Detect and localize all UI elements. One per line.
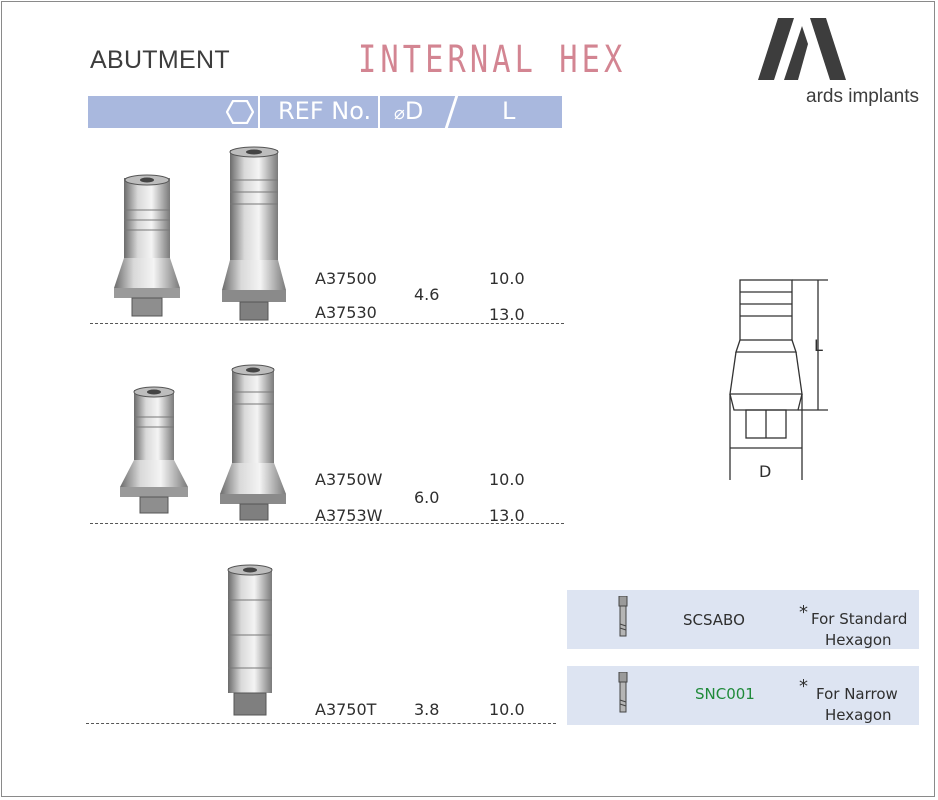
diameter-icon: ⌀ (394, 103, 405, 124)
abutment-a37530-image (222, 146, 286, 321)
abutment-a3750t-image (227, 564, 273, 716)
screw-item-standard: SCSABO * For Standard Hexagon (567, 590, 919, 649)
diagram-label-d: D (759, 462, 772, 481)
screw-note-star: * (799, 676, 808, 697)
screw-note-narrow-line2: Hexagon (825, 706, 892, 724)
abutment-a3753w-image (220, 364, 286, 521)
length-a3750t: 10.0 (489, 700, 525, 719)
ref-a3753w: A3753W (315, 506, 383, 525)
screw-note-standard-line1: For Standard (811, 610, 908, 628)
dimension-diagram (729, 279, 828, 480)
header-length: L (502, 97, 516, 125)
screw-icon (618, 596, 628, 637)
row-divider (90, 323, 564, 324)
screw-code-standard: SCSABO (683, 611, 745, 629)
screw-note-star: * (799, 602, 808, 623)
diameter-group-3: 3.8 (414, 700, 440, 719)
page-subtitle: INTERNAL HEX (358, 38, 627, 81)
page-title: ABUTMENT (90, 46, 230, 74)
diameter-group-1: 4.6 (414, 285, 440, 304)
header-diameter: ⌀D (394, 97, 424, 125)
abutment-a3750w-image (120, 386, 188, 514)
screw-icon (618, 672, 628, 713)
length-a37500: 10.0 (489, 269, 525, 288)
ref-a37530: A37530 (315, 303, 377, 322)
length-a3753w: 13.0 (489, 506, 525, 525)
screw-note-standard-line2: Hexagon (825, 631, 892, 649)
abutment-a37500-image (114, 174, 180, 317)
ref-a37500: A37500 (315, 269, 377, 288)
screw-code-narrow: SNC001 (695, 685, 755, 703)
brand-name: ards implants (806, 86, 919, 107)
diagram-label-l: L (814, 336, 823, 355)
header-ref: REF No. (278, 97, 372, 125)
abutment-image-group-2 (120, 364, 286, 521)
ref-a3750t: A3750T (315, 700, 377, 719)
screw-item-narrow: SNC001 * For Narrow Hexagon (567, 666, 919, 725)
length-a37530: 13.0 (489, 305, 525, 324)
screw-note-narrow-line1: For Narrow (816, 685, 898, 703)
diameter-group-2: 6.0 (414, 488, 440, 507)
length-a3750w: 10.0 (489, 470, 525, 489)
hexagon-icon (226, 100, 254, 124)
row-divider (90, 523, 564, 524)
ref-a3750w: A3750W (315, 470, 383, 489)
table-header: REF No. ⌀D L (88, 96, 562, 128)
brand-logo (758, 18, 846, 80)
abutment-image-group-1 (114, 146, 286, 321)
row-divider (86, 723, 556, 724)
